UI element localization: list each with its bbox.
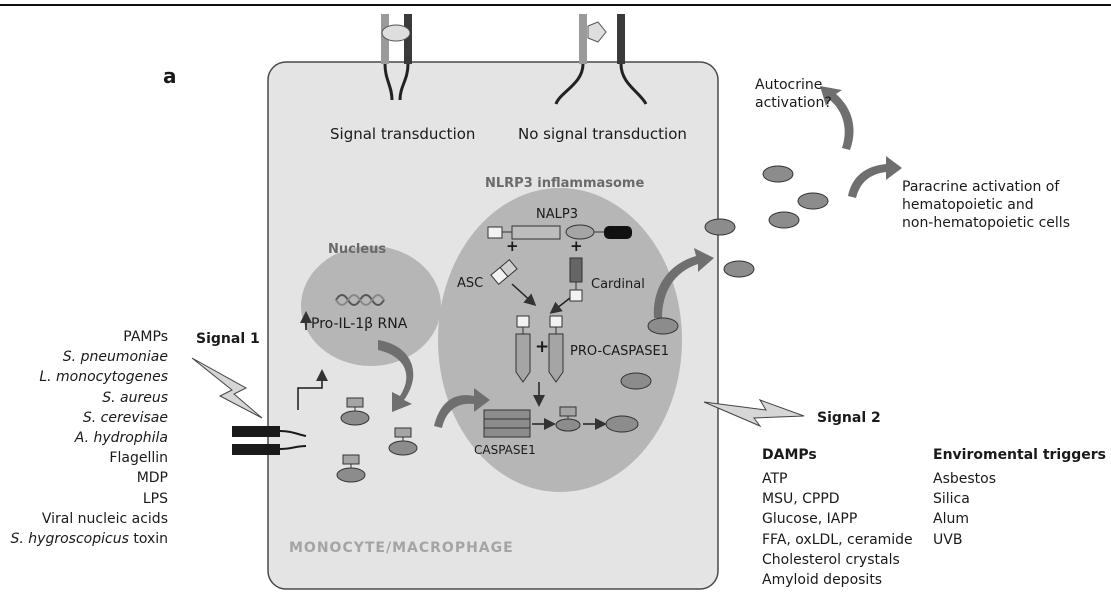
nalp3-construct [487,224,632,240]
damps-title: DAMPs [762,447,817,463]
signal2-damps-item: MSU, CPPD [762,491,840,508]
nalp3-label: NALP3 [536,207,578,222]
damps-list: ATP MSU, CPPD Glucose, IAPP FFA, oxLDL, cer… [762,469,913,590]
signal2-damps-item: Cholesterol crystals [762,551,900,568]
signal-transduction-label: Signal transduction [330,125,476,143]
signal1-trigger: PAMPs [123,329,168,345]
signal1-trigger: LPS [142,490,168,507]
environmental-title: Enviromental triggers [933,447,1107,463]
procaspase-label: PRO-CASPASE1 [570,344,670,359]
paracrine-line-3: non-hematopoietic cells [902,215,1070,231]
secreted-il1b [620,165,829,390]
paracrine-label: Paracrine activation of hematopoietic an… [902,178,1070,232]
signal1-trigger: S. cerevisae [82,409,168,426]
paracrine-arrow [848,156,902,198]
pro-il1b-molecules [336,397,418,483]
tlr-receptor [232,426,307,455]
signal1-title: Signal 1 [196,331,260,347]
signal1-trigger: Viral nucleic acids [41,510,168,527]
cell-type-label: MONOCYTE/MACROPHAGE [289,540,514,556]
autocrine-line-2: activation? [755,95,832,111]
signal2-title: Signal 2 [817,410,881,426]
asc-label: ASC [457,276,484,291]
signal2-env-item: Alum [933,511,969,528]
signal1-bolt-icon [191,357,263,419]
plus-sign-left: + [506,237,519,255]
signal2-damps-item: ATP [762,471,788,487]
inflammasome-title: NLRP3 inflammasome [485,176,645,191]
autocrine-arrow [820,86,854,150]
signal1-trigger: MDP [136,470,168,487]
asc-construct [490,258,518,286]
signal1-trigger-suffix: toxin [128,530,168,547]
cardinal-label: Cardinal [591,277,645,292]
into-inflammasome-arrow [434,388,490,428]
plus-sign-right: + [570,237,583,255]
signal1-trigger: S. hygroscopicus toxin [11,529,168,549]
autocrine-line-1: Autocrine [755,77,823,93]
signal1-trigger: Flagellin [109,450,168,467]
secretion-arrow [653,248,714,318]
signal2-damps-item: FFA, oxLDL, ceramide [762,531,913,548]
cardinal-construct [569,257,583,302]
panel-label: a [163,64,177,88]
signal2-env-item: Asbestos [933,471,997,487]
caspase1-construct [483,409,531,438]
no-signal-transduction-label: No signal transduction [518,125,687,143]
signal1-trigger: S. aureus [102,389,168,406]
nucleus [301,246,441,366]
il1b-cleavage [555,406,581,432]
plus-sign-center: + [535,337,550,357]
signal2-damps-item: Amyloid deposits [762,571,883,588]
nucleus-title: Nucleus [328,242,387,257]
receptor-left [381,14,412,101]
paracrine-line-1: Paracrine activation of [902,179,1060,195]
signal2-env-item: Silica [933,491,970,508]
signal2-env-item: UVB [933,531,963,548]
signal1-trigger-organism: S. hygroscopicus [10,530,129,547]
rna-label: Pro-IL-1β RNA [311,316,408,332]
signal2-damps-item: Glucose, IAPP [762,511,858,528]
signal-arrow-up [297,369,328,410]
signal1-trigger: A. hydrophila [74,429,168,446]
mature-il1b [605,415,639,433]
signal1-trigger-list: PAMPs S. pneumoniae L. monocytogenes S. aur… [11,327,168,549]
paracrine-line-2: hematopoietic and [902,197,1034,213]
signal2-bolt-icon [703,399,805,428]
autocrine-label: Autocrine activation? [755,76,832,112]
caspase1-label: CASPASE1 [474,443,536,457]
signal1-trigger: S. pneumoniae [62,349,168,366]
nucleus-to-cytoplasm-arrow [378,340,414,412]
receptor-right [554,14,648,105]
procaspase-right [548,315,564,383]
signal1-trigger: L. monocytogenes [39,369,168,386]
procaspase-left [515,315,531,383]
